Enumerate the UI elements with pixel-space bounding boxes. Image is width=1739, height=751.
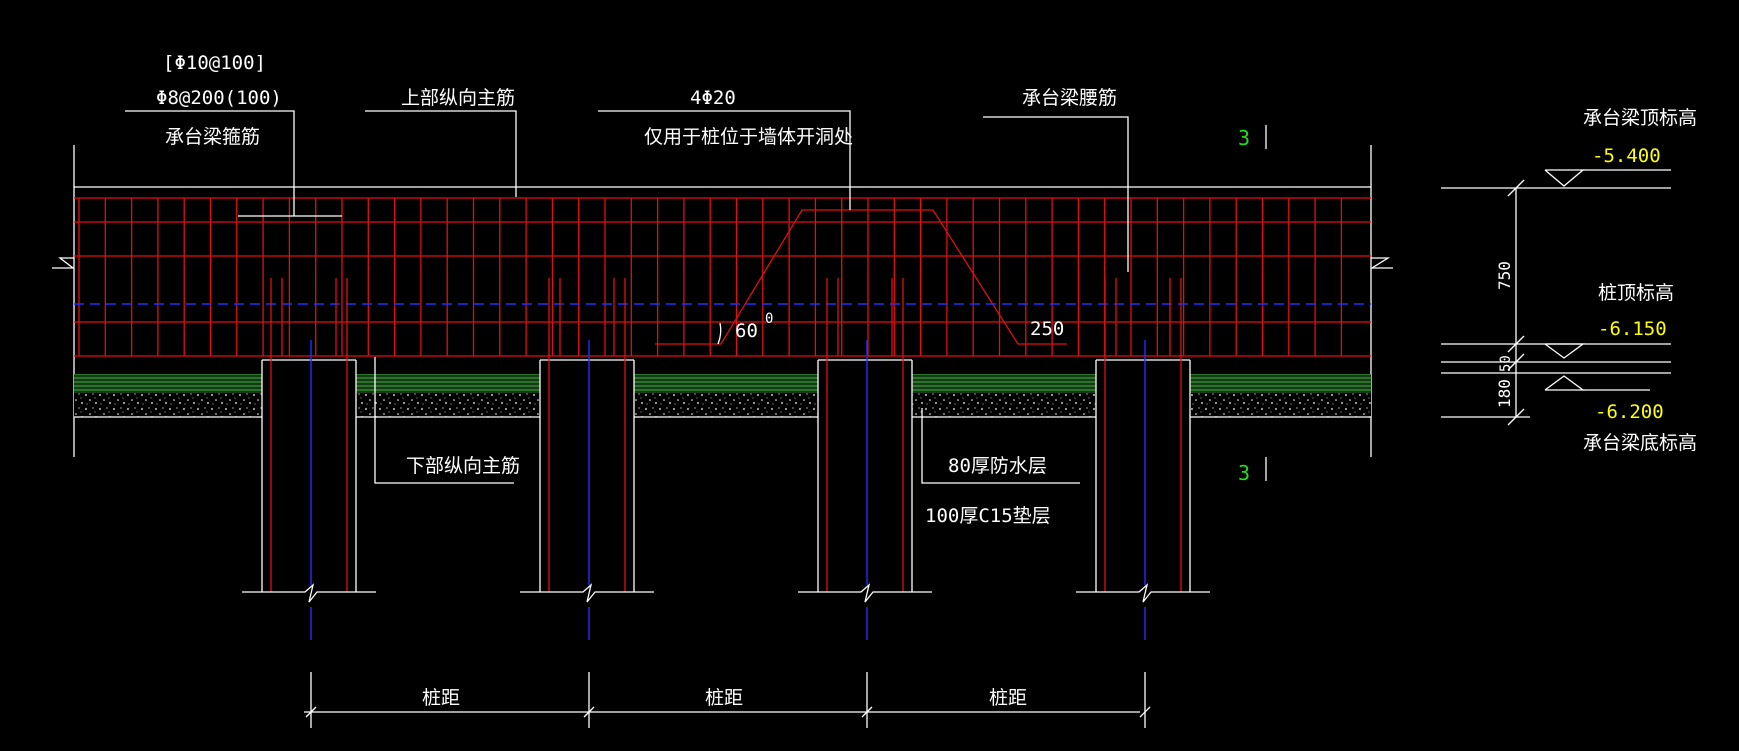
waterproof-layer-2 (356, 374, 540, 393)
waist-bar-label: 承台梁腰筋 (1022, 87, 1117, 109)
bend-length: 250 (1030, 318, 1064, 340)
foundation-layers (74, 374, 1371, 418)
pile-top-elevation-label: 桩顶标高 (1598, 282, 1674, 304)
spacing-tick-4 (1139, 706, 1151, 718)
cushion-layer-5 (1190, 393, 1371, 417)
dim-50: 50 (1498, 355, 1514, 372)
section-mark-top: 3 (1238, 126, 1250, 150)
cushion-layer-2 (356, 393, 540, 417)
pile-spacing-3: 桩距 (989, 687, 1027, 709)
stirrup-name: 承台梁箍筋 (165, 126, 260, 148)
waterproof-layer-3 (634, 374, 818, 393)
top-elevation-label: 承台梁顶标高 (1583, 107, 1697, 129)
spacing-tick-1 (305, 706, 317, 718)
pile-spacing-1: 桩距 (422, 687, 460, 709)
cushion-layer-3 (634, 393, 818, 417)
angle-unit: 0 (765, 311, 773, 327)
top-elevation-value: -5.400 (1592, 145, 1661, 167)
pile-spacing-2: 桩距 (705, 687, 743, 709)
pile-2 (520, 278, 654, 640)
piles (242, 278, 1210, 640)
pile-4 (1076, 278, 1210, 640)
pile-top-elevation-marker (1544, 343, 1585, 359)
top-main-bar-label: 上部纵向主筋 (401, 87, 515, 109)
waterproof-layer-1 (74, 374, 262, 393)
pile-top-elevation-value: -6.150 (1598, 318, 1667, 340)
bottom-main-bar-label: 下部纵向主筋 (406, 455, 520, 477)
bent-bar (655, 209, 1067, 345)
rebar-cage (74, 197, 1371, 357)
elevation-panel (1441, 169, 1671, 426)
waterproof-label: 80厚防水层 (948, 455, 1047, 477)
cushion-layer-1 (74, 393, 262, 417)
pile-3 (798, 278, 932, 640)
spacing-tick-2 (583, 706, 595, 718)
bottom-elevation-marker (1544, 375, 1585, 391)
bottom-elevation-value: -6.200 (1595, 401, 1664, 423)
stirrups (78, 198, 1343, 356)
waterproof-layer-5 (1190, 374, 1371, 393)
bent-bar-spec: 4Φ20 (690, 87, 736, 109)
leader-lines (125, 110, 1129, 484)
pile-1 (242, 278, 376, 640)
break-line-right (1369, 257, 1393, 269)
stirrup-spec-2: Φ8@200(100) (156, 87, 282, 109)
dim-180: 180 (1495, 379, 1514, 408)
break-line-left (52, 257, 75, 269)
bent-bar-note: 仅用于桩位于墙体开洞处 (644, 126, 853, 148)
cushion-layer-4 (912, 393, 1096, 417)
spacing-tick-3 (861, 706, 873, 718)
top-elevation-marker (1544, 169, 1585, 187)
dim-750: 750 (1495, 261, 1514, 290)
pile-spacing-dimensions (304, 672, 1151, 728)
bottom-elevation-label: 承台梁底标高 (1583, 432, 1697, 454)
waterproof-layer-4 (912, 374, 1096, 393)
cushion-label: 100厚C15垫层 (925, 505, 1051, 527)
angle-value: 60 (735, 320, 758, 342)
stirrup-spec-1: [Φ10@100] (163, 52, 266, 74)
section-mark-bottom: 3 (1238, 461, 1250, 485)
